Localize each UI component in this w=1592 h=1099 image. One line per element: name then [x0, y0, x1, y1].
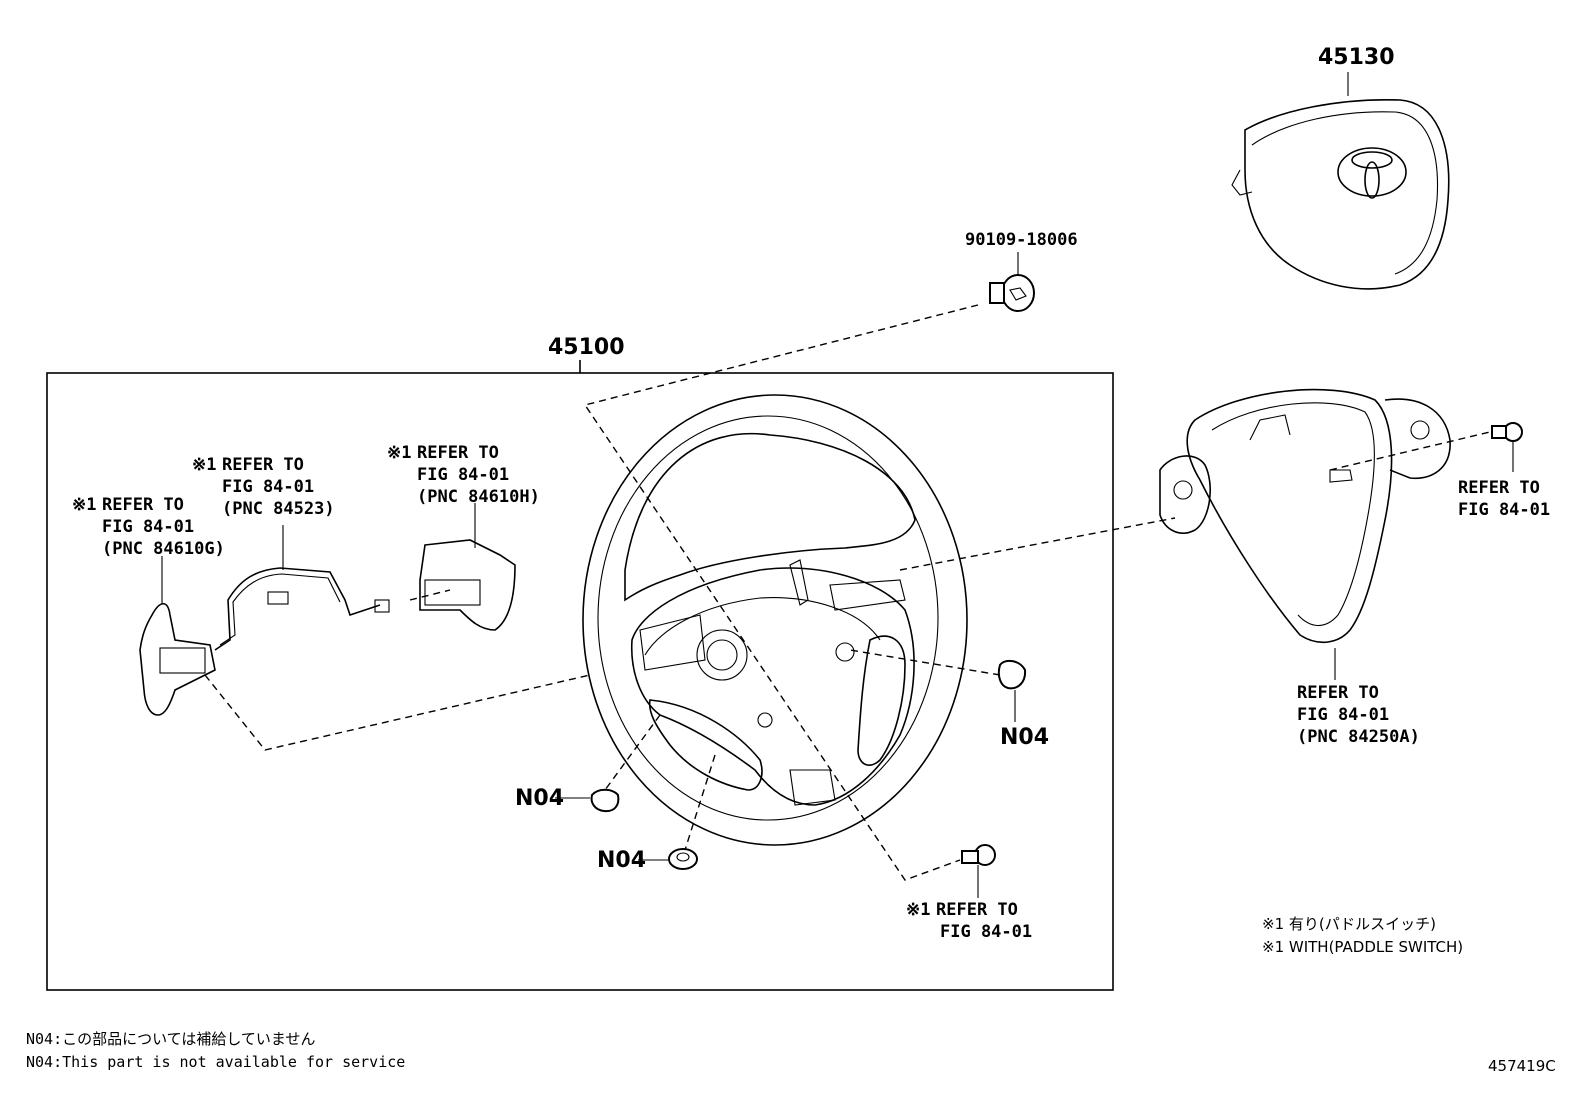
ref-paddle-right-line2[interactable]: FIG 84-01 [417, 465, 509, 485]
ref-paddle-left-mark: ※1 [72, 495, 96, 515]
ref-bolt-bottom-line1: REFER TO [936, 900, 1018, 920]
ref-cover-line2[interactable]: FIG 84-01 [1297, 705, 1389, 725]
ref-bolt-bottom-line2[interactable]: FIG 84-01 [940, 922, 1032, 942]
ref-paddle-right-mark: ※1 [387, 443, 411, 463]
ref-screw-right-line2[interactable]: FIG 84-01 [1458, 500, 1550, 520]
ref-paddle-right-line3[interactable]: (PNC 84610H) [417, 487, 540, 507]
n04-label-bottom[interactable]: N04 [597, 848, 646, 873]
ref-wire-line3[interactable]: (PNC 84523) [222, 499, 335, 519]
legend-english: ※1 WITH(PADDLE SWITCH) [1262, 938, 1463, 956]
airbag-module[interactable] [1231, 98, 1450, 290]
n04-label-left[interactable]: N04 [515, 786, 564, 811]
paddle-switch-left[interactable] [139, 602, 216, 716]
ref-bolt-bottom-mark: ※1 [906, 900, 930, 920]
bolt-icon-bottom[interactable] [961, 844, 996, 866]
n04-label-right[interactable]: N04 [1000, 725, 1049, 750]
clip-icon-left[interactable] [590, 788, 620, 813]
toyota-emblem-icon [1337, 147, 1407, 199]
ref-wire-line1: REFER TO [222, 455, 304, 475]
ref-cover-line1: REFER TO [1297, 683, 1379, 703]
ref-screw-right-line1: REFER TO [1458, 478, 1540, 498]
steering-cover[interactable] [1159, 388, 1451, 644]
paddle-switch-right[interactable] [419, 539, 516, 631]
ref-cover-line3[interactable]: (PNC 84250A) [1297, 727, 1420, 747]
figure-id: 457419C [1488, 1057, 1556, 1075]
legend-japanese: ※1 有り(パドルスイッチ) [1262, 915, 1436, 933]
ref-paddle-left-line3[interactable]: (PNC 84610G) [102, 539, 225, 559]
ref-wire-mark: ※1 [192, 455, 216, 475]
ref-paddle-left-line1: REFER TO [102, 495, 184, 515]
footer-note-english: N04:This part is not available for servi… [26, 1053, 405, 1071]
wire-harness[interactable] [214, 567, 390, 651]
ref-paddle-right-line1: REFER TO [417, 443, 499, 463]
ref-paddle-left-line2[interactable]: FIG 84-01 [102, 517, 194, 537]
clip-icon-bottom[interactable] [668, 848, 698, 870]
screw-icon[interactable] [989, 274, 1035, 312]
clip-icon[interactable] [997, 659, 1027, 690]
steering-wheel[interactable] [582, 394, 968, 846]
part-number-45130[interactable]: 45130 [1318, 45, 1395, 70]
bolt-icon[interactable] [1491, 422, 1523, 442]
footer-note-japanese: N04:この部品については補給していません [26, 1030, 315, 1048]
part-number-90109-18006[interactable]: 90109-18006 [965, 230, 1078, 250]
part-number-45100[interactable]: 45100 [548, 335, 625, 360]
ref-wire-line2[interactable]: FIG 84-01 [222, 477, 314, 497]
